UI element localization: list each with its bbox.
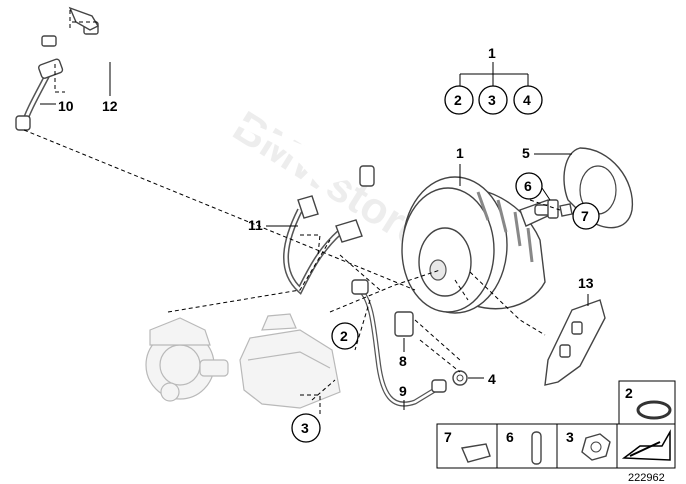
callout-1-top: 1 [488, 45, 496, 61]
spring-clip-icon [461, 443, 491, 463]
callout-10: 10 [40, 98, 74, 114]
callout-1-booster: 1 [456, 145, 464, 161]
callout-8-label: 8 [399, 353, 407, 369]
callout-11-label: 11 [248, 217, 263, 233]
callout-3-low: 3 [291, 413, 321, 443]
legend-7-label: 7 [444, 429, 452, 445]
callout-3-low-label: 3 [301, 420, 309, 436]
vacuum-line-12[interactable] [41, 6, 375, 187]
hose-10[interactable] [15, 58, 64, 131]
assembly-group-1: 1 2 3 4 [444, 45, 543, 115]
callout-4-mid-label: 4 [488, 371, 496, 387]
callout-7: 7 [572, 202, 600, 230]
legend-6-label: 6 [506, 429, 514, 445]
callout-3-top: 3 [488, 92, 496, 108]
dashed-leaders [23, 10, 561, 415]
sensor-8[interactable] [394, 311, 414, 337]
callout-2-top: 2 [454, 92, 462, 108]
vacuum-pump-ghost [145, 317, 229, 402]
callout-13: 13 [578, 275, 594, 306]
callout-9: 9 [399, 383, 407, 410]
callout-12: 12 [102, 62, 118, 114]
callout-11: 11 [248, 217, 298, 233]
callout-10-label: 10 [58, 98, 74, 114]
callout-booster-1: 1 [456, 145, 464, 186]
callout-4-mid: 4 [468, 371, 496, 387]
callout-6: 6 [515, 172, 551, 201]
fork-head-6[interactable] [547, 199, 559, 219]
legend-box-2: 2 [618, 380, 676, 426]
callout-5: 5 [522, 145, 572, 161]
callout-13-label: 13 [578, 275, 594, 291]
callout-6-label: 6 [524, 178, 532, 194]
diagram-reference-number: 222962 [628, 472, 665, 484]
callout-4-top: 4 [523, 92, 531, 108]
hose-9[interactable] [351, 279, 447, 407]
legend-row: 7 6 3 [436, 423, 676, 469]
callout-12-label: 12 [102, 98, 118, 114]
callout-8: 8 [399, 338, 407, 369]
brake-fluid-reservoir-ghost [239, 313, 341, 409]
clip-7-near[interactable] [559, 203, 573, 217]
pin-icon [531, 431, 542, 465]
legend-3-label: 3 [566, 429, 574, 445]
grommet-4[interactable] [452, 370, 468, 386]
o-ring-icon [636, 400, 672, 420]
callout-2-mid-label: 2 [340, 328, 348, 344]
bracket-13[interactable] [544, 299, 606, 386]
brake-booster[interactable] [401, 176, 558, 314]
callout-2-mid: 2 [331, 322, 359, 350]
callout-9-label: 9 [399, 383, 407, 399]
legend-2-label: 2 [625, 385, 633, 401]
callout-5-label: 5 [522, 145, 530, 161]
callout-7-label: 7 [581, 208, 589, 224]
